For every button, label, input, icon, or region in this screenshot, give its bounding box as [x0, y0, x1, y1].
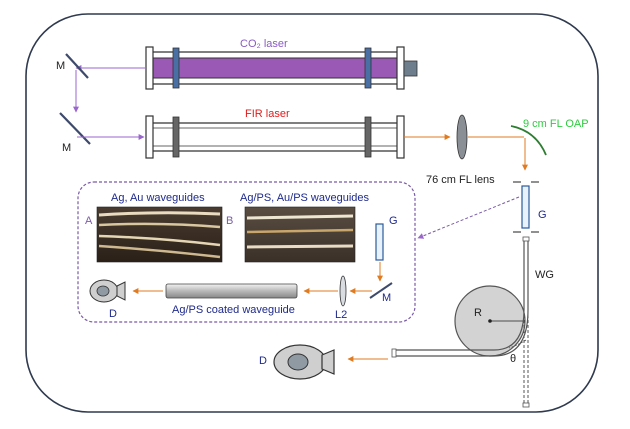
- mirror-top-label: M: [56, 60, 65, 72]
- lens-l2: [339, 275, 347, 307]
- ag-au-title: Ag, Au waveguides: [111, 192, 205, 204]
- lens-l2-label: L2: [335, 309, 347, 321]
- co2-laser-label: CO₂ laser: [240, 38, 288, 50]
- angle-label: θ: [510, 353, 516, 365]
- waveguide-label: WG: [535, 269, 554, 281]
- grating-inset-label: G: [389, 215, 398, 227]
- mirror-inset: [369, 282, 393, 299]
- fir-laser: [145, 115, 405, 159]
- end-a-label: A: [85, 215, 93, 227]
- photo-ag-au-waveguides: [96, 206, 223, 263]
- inset-panel: [77, 181, 416, 323]
- grating-main-label: G: [538, 209, 547, 221]
- mirror-mid: [59, 112, 91, 145]
- fl-lens-label: 76 cm FL lens: [426, 174, 495, 186]
- grating-main: [521, 185, 530, 229]
- detector-inset-label: D: [109, 308, 117, 320]
- coated-waveguide-rod: [165, 283, 298, 299]
- outer-frame: [25, 13, 599, 413]
- mirror-inset-label: M: [382, 292, 391, 304]
- oap-label: 9 cm FL OAP: [523, 118, 589, 130]
- co2-laser-tube: [152, 57, 402, 79]
- co2-output-window: [403, 60, 418, 77]
- angle-arc: [508, 339, 527, 349]
- radius-label: R: [474, 307, 482, 319]
- coated-waveguide-label: Ag/PS coated waveguide: [172, 304, 295, 316]
- inset-pointer: [417, 196, 520, 239]
- detector-main-label: D: [259, 355, 267, 367]
- end-b-label: B: [226, 215, 233, 227]
- fir-laser-label: FIR laser: [245, 108, 290, 120]
- oap-mirror: [510, 125, 547, 156]
- co2-laser: [145, 46, 418, 90]
- grating-inset: [375, 223, 384, 261]
- mirror-top: [65, 53, 89, 79]
- fl-lens: [456, 114, 468, 160]
- detector-main: [273, 344, 335, 380]
- agps-title: Ag/PS, Au/PS waveguides: [240, 192, 370, 204]
- photo-agps-waveguides: [244, 206, 356, 263]
- mirror-mid-label: M: [62, 142, 71, 154]
- detector-inset: [89, 279, 126, 303]
